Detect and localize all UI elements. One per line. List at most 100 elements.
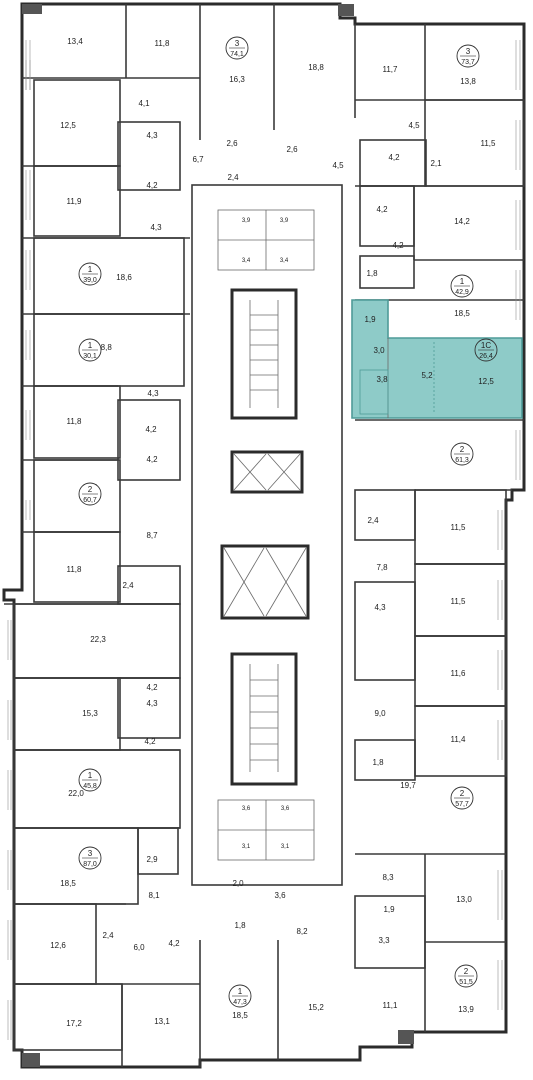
room-area-label: 6,7 xyxy=(192,155,204,164)
room-area-label: 6,0 xyxy=(133,943,145,952)
elevator-large xyxy=(220,544,310,620)
apartment-badge[interactable]: 251,5 xyxy=(454,964,478,988)
apartment-area: 73,7 xyxy=(461,59,475,66)
apartment-area: 42,9 xyxy=(455,289,469,296)
apartment-rooms: 2 xyxy=(460,445,465,454)
apartment-badge[interactable]: 145,8 xyxy=(78,768,102,792)
apartment-badge[interactable]: 387,0 xyxy=(78,846,102,870)
room-area-label: 3,0 xyxy=(373,346,385,355)
apartment-rooms: 1С xyxy=(481,341,491,350)
apartment-rooms: 2 xyxy=(464,967,469,976)
building-outline xyxy=(2,2,526,1069)
apartment-badge[interactable]: 260,7 xyxy=(78,482,102,506)
apartment-badge[interactable]: 1С 26,4 xyxy=(474,338,498,362)
room-area-label: 3,9 xyxy=(242,218,251,224)
apartment-rooms: 2 xyxy=(88,485,93,494)
room-area-label: 3,6 xyxy=(281,806,290,812)
apartment-area: 74,1 xyxy=(230,51,244,58)
room-area-label: 18,8 xyxy=(96,343,112,352)
room-area-label: 5,2 xyxy=(421,371,433,380)
room-area-label: 1,8 xyxy=(234,921,246,930)
apartment-area: 51,5 xyxy=(459,979,473,986)
apartment-area: 45,8 xyxy=(83,783,97,790)
room-area-label: 18,5 xyxy=(232,1011,248,1020)
apartment-area: 57,7 xyxy=(455,801,469,808)
corner-column xyxy=(338,4,354,16)
apartment-badge[interactable]: 142,9 xyxy=(450,274,474,298)
room-area-label: 2,0 xyxy=(232,879,244,888)
stair-top xyxy=(230,288,298,420)
room-area-label: 3,4 xyxy=(242,258,251,264)
room-area-label: 18,5 xyxy=(454,309,470,318)
room-area-label: 3,1 xyxy=(242,844,251,850)
room-area-label: 4,3 xyxy=(146,699,158,708)
room-area-label: 4,2 xyxy=(376,205,388,214)
room-area-label: 18,5 xyxy=(60,879,76,888)
room-area-label: 13,8 xyxy=(460,77,476,86)
room-area-label: 4,2 xyxy=(392,241,404,250)
room-area-label: 18,6 xyxy=(116,273,132,282)
room-area-label: 4,2 xyxy=(146,683,158,692)
room-area-label: 11,8 xyxy=(67,565,83,574)
apartment-badge-circle xyxy=(474,338,498,362)
apartment-rooms: 2 xyxy=(460,789,465,798)
room-area-label: 11,8 xyxy=(67,417,83,426)
room-area-label: 1,8 xyxy=(366,269,378,278)
room-area-label: 4,3 xyxy=(147,389,159,398)
apartment-badge[interactable]: 147,3 xyxy=(228,984,252,1008)
room-area-label: 8,7 xyxy=(146,531,158,540)
room-area-label: 3,1 xyxy=(281,844,290,850)
room-area-label: 3,4 xyxy=(280,258,289,264)
apartment-area: 26,4 xyxy=(479,353,493,360)
apartment-rooms: 1 xyxy=(88,771,93,780)
room-area-label: 1,8 xyxy=(372,758,384,767)
apartment-badge[interactable]: 373,7 xyxy=(456,44,480,68)
apartment-badge[interactable]: 130,1 xyxy=(78,338,102,362)
room-area-label: 13,4 xyxy=(67,37,83,46)
room-area-label: 9,0 xyxy=(374,709,386,718)
room-area-label: 2,4 xyxy=(227,173,239,182)
room-area-label: 2,4 xyxy=(367,516,379,525)
room-area-label: 12,6 xyxy=(50,941,66,950)
room-area-label: 2,1 xyxy=(430,159,442,168)
room-area-label: 3,9 xyxy=(280,218,289,224)
apartment-rooms: 1 xyxy=(88,265,93,274)
room-area-label: 2,4 xyxy=(122,581,134,590)
room-area-label: 4,2 xyxy=(146,455,158,464)
room-area-label: 2,6 xyxy=(286,145,298,154)
apartment-rooms: 1 xyxy=(460,277,465,286)
apartment-badge[interactable]: 261,3 xyxy=(450,442,474,466)
room-area-label: 3,6 xyxy=(274,891,286,900)
room-area-label: 11,7 xyxy=(383,65,399,74)
room-area-label: 7,8 xyxy=(376,563,388,572)
room-area-label: 17,2 xyxy=(66,1019,82,1028)
corner-column xyxy=(22,1053,40,1067)
apartment-badge[interactable]: 257,7 xyxy=(450,786,474,810)
room-area-label: 16,3 xyxy=(229,75,245,84)
highlighted-apartment[interactable] xyxy=(351,299,523,419)
room-area-label: 11,8 xyxy=(155,39,171,48)
stair-bottom xyxy=(230,652,298,786)
apartment-area: 61,3 xyxy=(455,457,469,464)
room-area-label: 4,3 xyxy=(150,223,162,232)
room-area-label: 11,5 xyxy=(481,139,497,148)
room-area-label: 22,3 xyxy=(90,635,106,644)
room-area-label: 4,2 xyxy=(388,153,400,162)
apartment-badge[interactable]: 139,0 xyxy=(78,262,102,286)
room-area-label: 14,2 xyxy=(454,217,470,226)
apartment-rooms: 1 xyxy=(238,987,243,996)
room-area-label: 18,8 xyxy=(308,63,324,72)
room-area-label: 2,9 xyxy=(146,855,158,864)
room-area-label: 12,5 xyxy=(478,377,494,386)
apartment-area: 39,0 xyxy=(83,277,97,284)
right-partitions xyxy=(354,24,525,1032)
room-area-label: 1,9 xyxy=(364,315,376,324)
room-area-label: 4,5 xyxy=(332,161,344,170)
elevator-small xyxy=(230,450,304,494)
apartment-badge[interactable]: 374,1 xyxy=(225,36,249,60)
room-area-label: 8,1 xyxy=(148,891,160,900)
corner-column xyxy=(22,4,42,14)
room-area-label: 8,2 xyxy=(296,927,308,936)
